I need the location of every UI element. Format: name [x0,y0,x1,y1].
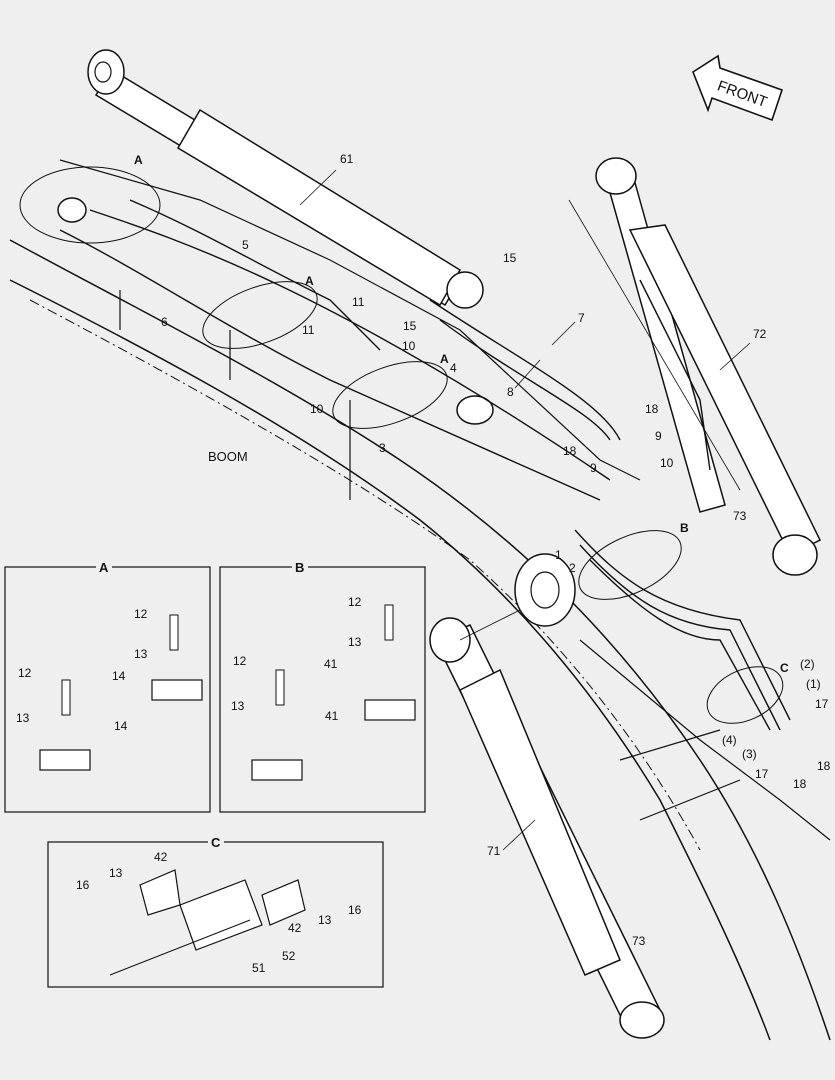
mark-c: C [780,661,789,675]
callout-7: 7 [578,311,585,325]
detail-c-52: 52 [282,949,296,963]
callout-1: 1 [555,548,562,562]
callout-9-a: 9 [655,429,662,443]
callout-5: 5 [242,238,249,252]
callout-17-b: 17 [755,767,769,781]
callout-18-c: 18 [817,759,831,773]
callout-15-b: 15 [403,319,417,333]
callout-11-b: 11 [302,323,315,337]
callout-18-d: 18 [793,777,807,791]
mark-a-3: A [440,352,449,366]
hydraulic-lines [59,199,791,731]
detail-c-42-a: 42 [154,850,168,864]
callout-10-b: 10 [310,402,324,416]
detail-a-12-b: 12 [18,666,32,680]
arm-cylinder-61 [87,49,484,309]
callout-6: 6 [161,315,168,329]
detail-c-13-a: 13 [109,866,123,880]
detail-c-box: C 42 13 16 42 13 16 51 52 [47,833,384,988]
callout-15-a: 15 [503,251,517,265]
callout-2: 2 [569,561,576,575]
detail-a-box: A 12 13 14 12 13 14 [4,558,211,813]
callout-p3: (3) [742,747,757,761]
callout-18-b: 18 [563,444,577,458]
detail-a-13-b: 13 [16,711,30,725]
mark-a-2: A [305,274,314,288]
detail-b-title: B [295,560,304,575]
callout-p4: (4) [722,733,737,747]
callout-p2: (2) [800,657,815,671]
boom-label: BOOM [208,449,248,464]
callout-17-a: 17 [815,697,829,711]
detail-b-12-a: 12 [348,595,362,609]
detail-c-13-b: 13 [318,913,332,927]
callout-p1: (1) [806,677,821,691]
mark-b: B [680,521,689,535]
callout-9-b: 9 [590,461,597,475]
callout-10-c: 10 [660,456,674,470]
callout-61: 61 [340,152,354,166]
detail-a-title: A [99,560,109,575]
detail-b-41-a: 41 [324,657,338,671]
detail-c-title: C [211,835,221,850]
detail-b-box: B 12 13 41 12 13 41 [219,558,426,813]
boom-cylinder-71 [429,617,665,1039]
detail-b-13-a: 13 [348,635,362,649]
boom-body: BOOM [9,159,831,1041]
main-callouts: 61 72 71 73 73 5 6 11 11 15 15 10 10 10 … [134,152,831,948]
callout-4: 4 [450,361,457,375]
detail-b-12-b: 12 [233,654,247,668]
detail-a-13-a: 13 [134,647,148,661]
boom-cylinder-72 [595,157,822,576]
detail-a-14-b: 14 [114,719,128,733]
callout-73-top: 73 [733,509,747,523]
callout-8: 8 [507,385,514,399]
callout-72: 72 [753,327,767,341]
detail-a-14-a: 14 [112,669,126,683]
detail-c-42-b: 42 [288,921,302,935]
callout-3: 3 [379,441,386,455]
leader-lines [299,169,751,851]
detail-c-16-b: 16 [348,903,362,917]
callout-71: 71 [487,844,501,858]
callout-11-a: 11 [352,295,365,309]
callout-73-bottom: 73 [632,934,646,948]
detail-b-13-b: 13 [231,699,245,713]
detail-a-12-a: 12 [134,607,148,621]
detail-c-51: 51 [252,961,266,975]
callout-18-a: 18 [645,402,659,416]
callout-10-a: 10 [402,339,416,353]
detail-circles [19,166,784,724]
mark-a-1: A [134,153,143,167]
detail-b-41-b: 41 [325,709,339,723]
detail-c-16-a: 16 [76,878,90,892]
